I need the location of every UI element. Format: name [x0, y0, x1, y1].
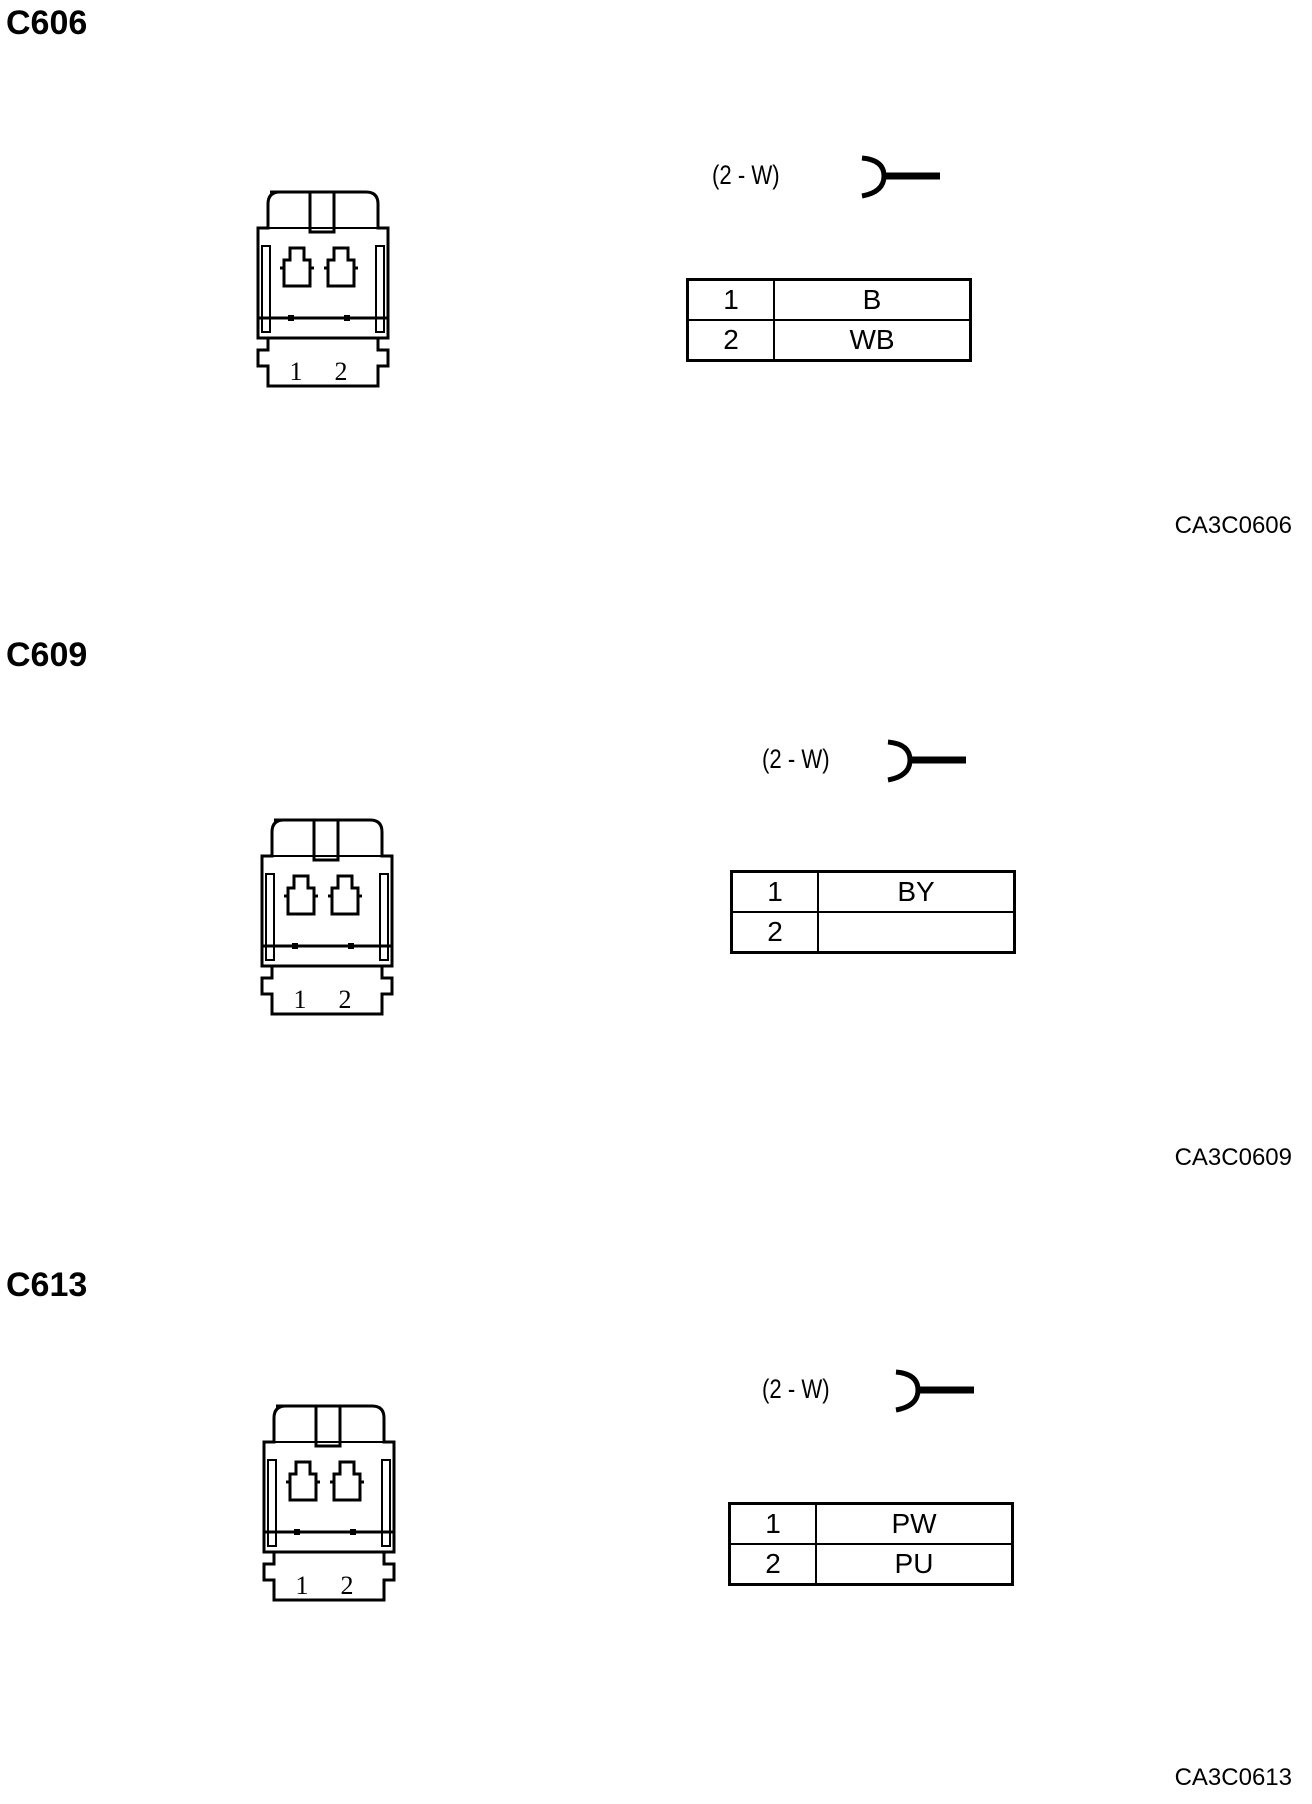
- pin-number: 1: [686, 278, 775, 321]
- connector-face-icon: 1 2: [260, 818, 394, 1016]
- face-label-1: 1: [290, 357, 303, 386]
- table-row: 2 WB: [686, 319, 972, 362]
- wire-type-label: (2 - W): [762, 1374, 830, 1404]
- wire-type-label: (2 - W): [762, 744, 830, 774]
- terminal-symbol-icon: [861, 155, 940, 199]
- pin-number: 2: [728, 1543, 817, 1586]
- wire-color: BY: [817, 870, 1016, 913]
- terminal-symbol-icon: [887, 739, 966, 783]
- connector-section-c606: C606 1 2 (2 - W) 1 B 2 WB CA3C0606: [0, 0, 1312, 560]
- connector-face-icon: 1 2: [262, 1404, 396, 1602]
- pin-number: 2: [730, 911, 819, 954]
- reference-code: CA3C0613: [1174, 1764, 1292, 1791]
- wire-color: B: [773, 278, 972, 321]
- reference-code: CA3C0606: [1174, 512, 1292, 539]
- connector-id: C613: [6, 1266, 88, 1304]
- wire-color: [817, 911, 1016, 954]
- pin-number: 1: [728, 1502, 817, 1545]
- table-row: 2 PU: [728, 1543, 1014, 1586]
- face-label-1: 1: [296, 1571, 309, 1600]
- table-row: 1 BY: [730, 870, 1016, 913]
- table-row: 2: [730, 911, 1016, 954]
- connector-id: C609: [6, 636, 88, 674]
- face-label-1: 1: [294, 985, 307, 1014]
- reference-code: CA3C0609: [1174, 1144, 1292, 1171]
- table-row: 1 B: [686, 278, 972, 321]
- wire-color: PW: [815, 1502, 1014, 1545]
- terminal-symbol-icon: [895, 1369, 974, 1413]
- pin-number: 2: [686, 319, 775, 362]
- wire-type-label: (2 - W): [712, 160, 780, 190]
- wire-color: WB: [773, 319, 972, 362]
- pin-table: 1 PW 2 PU: [728, 1502, 1014, 1586]
- face-label-2: 2: [339, 985, 352, 1014]
- connector-face-icon: 1 2: [256, 190, 390, 388]
- pin-table: 1 BY 2: [730, 870, 1016, 954]
- pin-number: 1: [730, 870, 819, 913]
- connector-id: C606: [6, 4, 88, 42]
- connector-section-c613: C613 1 2 (2 - W) 1 PW 2 PU CA3C0613: [0, 1180, 1312, 1804]
- face-label-2: 2: [335, 357, 348, 386]
- table-row: 1 PW: [728, 1502, 1014, 1545]
- face-label-2: 2: [341, 1571, 354, 1600]
- connector-section-c609: C609 1 2 (2 - W) 1 BY 2 CA3C0609: [0, 560, 1312, 1180]
- pin-table: 1 B 2 WB: [686, 278, 972, 362]
- wire-color: PU: [815, 1543, 1014, 1586]
